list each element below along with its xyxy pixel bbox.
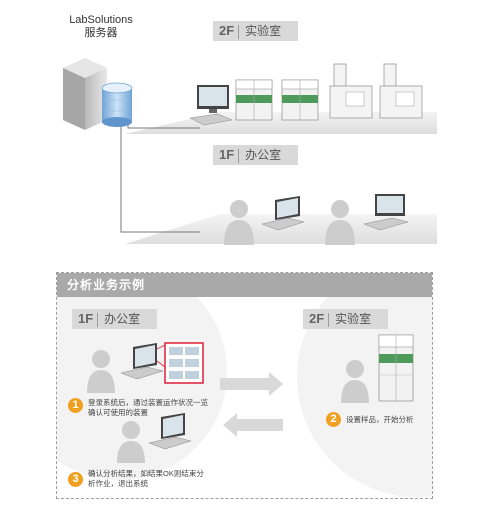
- person-icon: [117, 421, 145, 463]
- step-badge: 3: [68, 472, 83, 487]
- person-icon: [87, 350, 115, 393]
- floor-number: 2F: [309, 311, 325, 326]
- step-badge: 1: [68, 398, 83, 413]
- server-name: LabSolutions: [69, 14, 133, 26]
- arrow-right-icon: [220, 372, 283, 396]
- floor-label-lab: 2F 实验室: [213, 21, 298, 41]
- floor-name: 办公室: [104, 312, 141, 326]
- server-label: LabSolutions 服务器: [63, 14, 139, 40]
- status-screen-icon: [156, 342, 204, 384]
- step-description: 设置样品，开始分析: [346, 415, 414, 424]
- step-description: 确认分析结果，如结果OK则结束分 析作业，退出系统: [88, 469, 204, 488]
- person-icon: [224, 200, 254, 245]
- floor-name: 办公室: [245, 148, 282, 162]
- laptop-icon: [261, 196, 305, 231]
- network-diagram: [63, 58, 437, 245]
- floor-name: 实验室: [245, 24, 282, 38]
- person-icon: [341, 360, 369, 403]
- laptop-icon: [363, 194, 409, 231]
- step-description: 登录系统后，通过装置运作状况一览 确认可使用的装置: [88, 398, 208, 417]
- lc-instrument-icon: [235, 79, 273, 121]
- gc-instrument-icon: [329, 63, 373, 119]
- workflow-artwork: [57, 297, 432, 497]
- floor-label-office: 1F 办公室: [72, 309, 157, 329]
- panel-title: 分析业务示例: [57, 273, 432, 297]
- arrow-left-icon: [223, 413, 283, 437]
- floor-label-office: 1F 办公室: [213, 145, 298, 165]
- floor-number: 2F: [219, 23, 235, 38]
- network-line-office: [120, 110, 200, 233]
- floor-number: 1F: [219, 147, 235, 162]
- laptop-icon: [148, 413, 192, 450]
- laptop-icon: [120, 343, 164, 380]
- floor-label-lab: 2F 实验室: [303, 309, 388, 329]
- workflow-panel: 分析业务示例: [56, 272, 433, 499]
- person-icon: [325, 200, 355, 245]
- lc-instrument-icon: [281, 79, 319, 121]
- lab-pc-icon: [189, 85, 233, 126]
- database-icon: [101, 82, 133, 127]
- gc-instrument-icon: [379, 63, 423, 119]
- server-role: 服务器: [84, 27, 118, 39]
- floor-number: 1F: [78, 311, 94, 326]
- server-icon: [63, 58, 107, 130]
- lc-instrument-icon: [378, 334, 414, 402]
- step-badge: 2: [326, 412, 341, 427]
- floor-name: 实验室: [335, 312, 372, 326]
